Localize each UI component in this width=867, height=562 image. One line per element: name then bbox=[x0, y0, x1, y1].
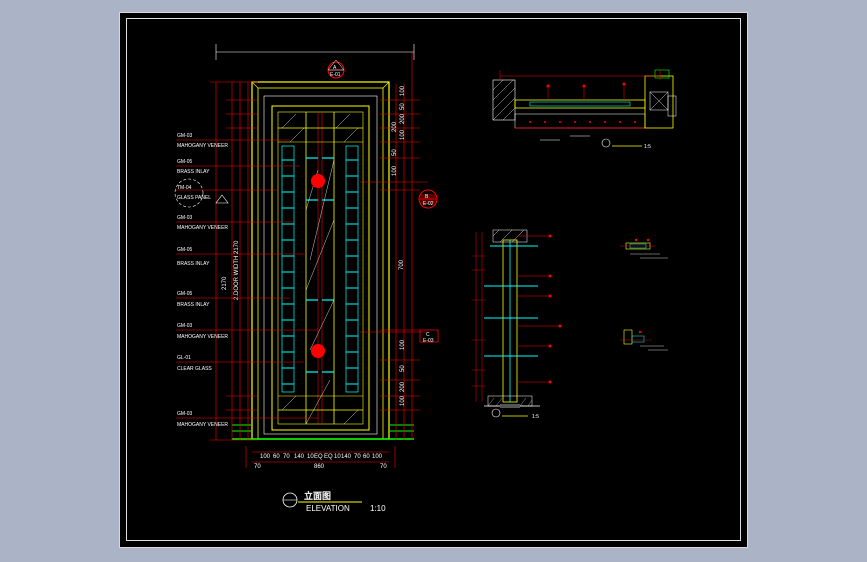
dim-right-7: 200 bbox=[400, 381, 406, 392]
dim-bottom-left: 70 bbox=[254, 464, 261, 470]
glass-strip-left bbox=[281, 145, 295, 393]
dim-bottom-5: 10 bbox=[307, 454, 314, 460]
vertical-detail-bubble bbox=[491, 408, 501, 418]
callout-code-1: GM-03 bbox=[177, 133, 193, 139]
bottom-dimensions: 100 60 70 140 10 EQ EQ 10 140 70 60 100 … bbox=[245, 446, 396, 470]
callout-code-4: GM-03 bbox=[177, 215, 193, 221]
dim-bottom-11: 60 bbox=[363, 454, 370, 460]
title-block: 立面图 ELEVATION 1:10 bbox=[282, 490, 386, 513]
small-detail-2 bbox=[620, 329, 668, 351]
dim-right-5: 100 bbox=[400, 339, 406, 350]
marker-a-sheet: E-01 bbox=[330, 72, 341, 78]
left-callouts: GM-03 MAHOGANY VENEER GM-05 BRASS INLAY … bbox=[174, 133, 318, 428]
plan-door-leaf bbox=[514, 99, 646, 109]
drawing-frame bbox=[119, 12, 748, 548]
sheet-border bbox=[126, 18, 741, 541]
section-markers: B E-02 C E-03 A E-01 bbox=[330, 65, 439, 344]
callout-desc-9: MAHOGANY VENEER bbox=[177, 422, 228, 428]
callout-desc-2: BRASS INLAY bbox=[177, 169, 210, 175]
callout-desc-7: MAHOGANY VENEER bbox=[177, 334, 228, 340]
dim-bottom-3: 70 bbox=[283, 454, 290, 460]
right-dimension-texts: 100 50 200 100 700 100 50 200 100 100 50… bbox=[392, 85, 406, 406]
small-detail-1 bbox=[620, 238, 668, 259]
door-leaf bbox=[263, 95, 378, 435]
callout-desc-1: MAHOGANY VENEER bbox=[177, 143, 228, 149]
door-panel-inner bbox=[277, 111, 364, 425]
dim-bottom-overall: 860 bbox=[314, 464, 325, 470]
dim-right-8: 100 bbox=[400, 395, 406, 406]
callout-desc-3: GLASS PANEL bbox=[177, 195, 211, 201]
plan-detail-bubble bbox=[601, 138, 611, 148]
vertical-section-detail: 1:5 bbox=[472, 229, 562, 420]
plan-detail-scale: 1:5 bbox=[644, 144, 651, 150]
dim-right-10: 50 bbox=[392, 149, 398, 156]
callout-desc-5: BRASS INLAY bbox=[177, 261, 210, 267]
dim-bottom-right: 70 bbox=[380, 464, 387, 470]
door-handle-lower bbox=[311, 344, 325, 358]
marker-b-id: B bbox=[425, 194, 429, 200]
callout-code-3: TM-04 bbox=[177, 185, 192, 191]
marker-b-sheet: E-02 bbox=[423, 201, 434, 207]
callout-code-7: GM-03 bbox=[177, 323, 193, 329]
vertical-detail-scale: 1:5 bbox=[532, 414, 539, 420]
dim-right-9: 100 bbox=[392, 165, 398, 176]
dim-bottom-4: 140 bbox=[294, 454, 305, 460]
title-chinese: 立面图 bbox=[304, 490, 331, 501]
marker-a-id: A bbox=[333, 65, 337, 71]
plan-section-detail: 1:5 bbox=[492, 69, 677, 150]
title-scale: 1:10 bbox=[370, 504, 386, 513]
callout-code-5: GM-05 bbox=[177, 247, 193, 253]
dim-bottom-10: 70 bbox=[354, 454, 361, 460]
marker-c-id: C bbox=[426, 332, 430, 338]
door-outer-frame bbox=[251, 81, 390, 440]
door-inner-frame bbox=[257, 87, 384, 440]
callout-desc-8: CLEAR GLASS bbox=[177, 366, 212, 372]
dim-right-2: 50 bbox=[400, 103, 406, 110]
dim-right-1: 100 bbox=[400, 85, 406, 96]
dim-left-overall: 2170 bbox=[222, 276, 228, 290]
dim-bottom-8: 10 bbox=[334, 454, 341, 460]
callout-desc-4: MAHOGANY VENEER bbox=[177, 225, 228, 231]
dim-bottom-1: 100 bbox=[260, 454, 271, 460]
callout-desc-6: BRASS INLAY bbox=[177, 302, 210, 308]
dim-bottom-9: 140 bbox=[341, 454, 352, 460]
callout-code-6: GM-05 bbox=[177, 291, 193, 297]
callout-code-2: GM-05 bbox=[177, 159, 193, 165]
dim-right-11: 200 bbox=[392, 121, 398, 132]
dim-right-4: 100 bbox=[400, 129, 406, 140]
callout-code-9: GM-03 bbox=[177, 411, 193, 417]
dim-bottom-2: 60 bbox=[273, 454, 280, 460]
dim-bottom-7: EQ bbox=[324, 454, 333, 460]
dim-right-6: 50 bbox=[400, 365, 406, 372]
title-english: ELEVATION bbox=[306, 504, 350, 513]
dim-left-note: 2.DOOR WIDTH 2170 bbox=[234, 240, 240, 300]
door-panel bbox=[271, 105, 370, 431]
dim-bottom-6: EQ bbox=[314, 454, 323, 460]
right-dimensions bbox=[380, 52, 420, 440]
revision-cloud bbox=[174, 178, 204, 208]
revision-triangle bbox=[215, 194, 229, 204]
left-dimensions bbox=[210, 81, 258, 441]
dim-right-middle: 700 bbox=[399, 259, 405, 270]
door-handle-upper bbox=[311, 174, 325, 188]
callout-code-8: GL-01 bbox=[177, 355, 191, 361]
marker-c-sheet: E-03 bbox=[423, 338, 434, 344]
dim-bottom-12: 100 bbox=[372, 454, 383, 460]
glass-strip-right bbox=[345, 145, 359, 393]
dim-right-3: 200 bbox=[400, 113, 406, 124]
door-elevation bbox=[215, 44, 415, 440]
